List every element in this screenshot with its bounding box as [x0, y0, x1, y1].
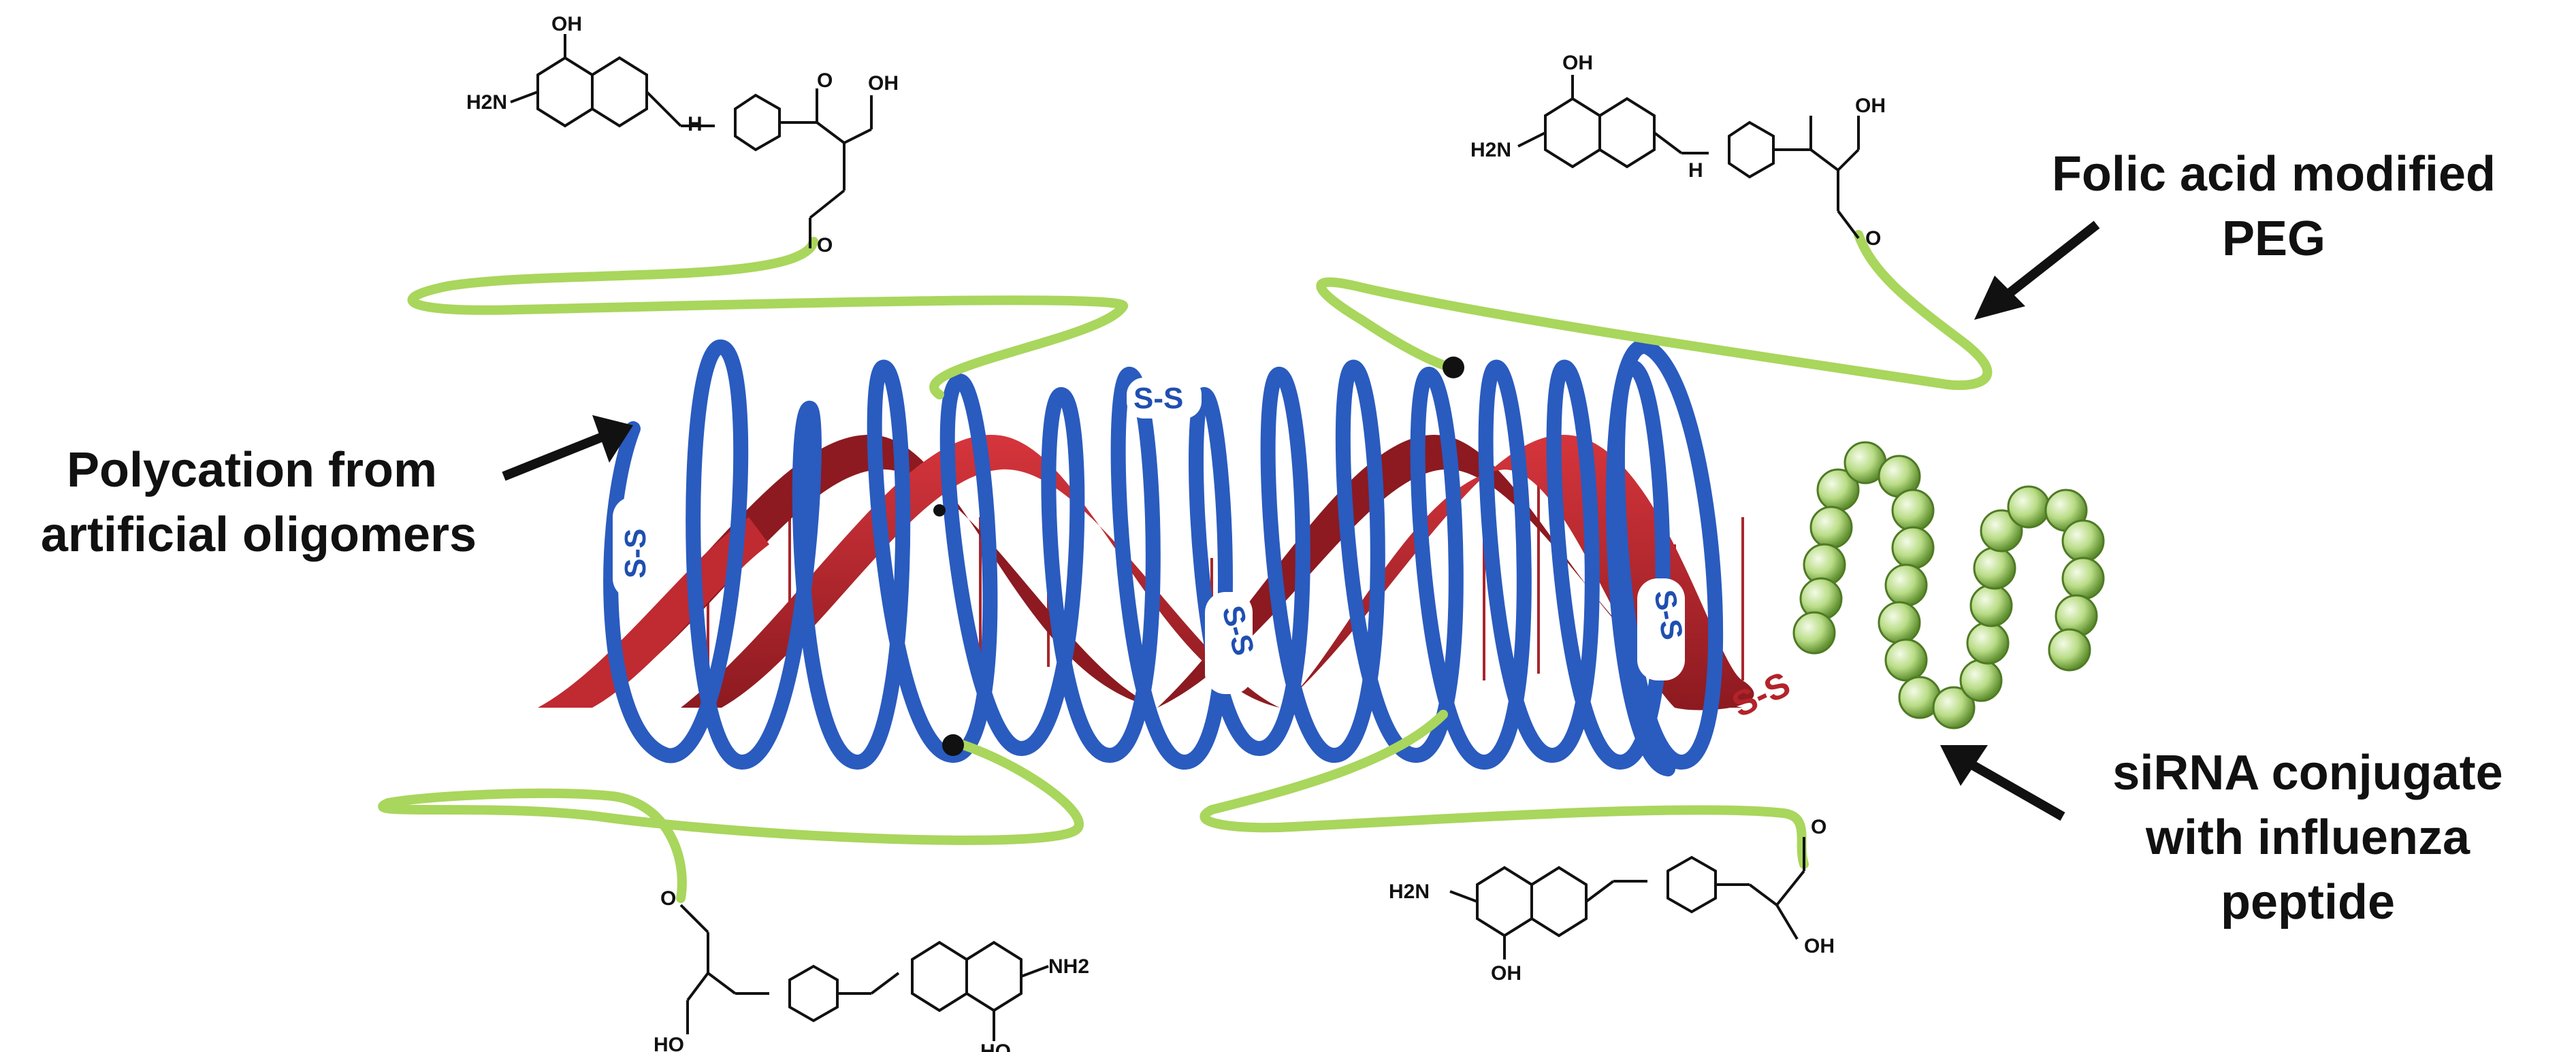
disulfide-bond-center: S-S — [1205, 592, 1261, 694]
folic-acid-top-left: OH H2N H OH O O — [466, 13, 899, 257]
disulfide-bond-right: S-S — [1637, 578, 1689, 680]
peg-attachment-points — [933, 357, 1464, 756]
folic-acid-bottom-right: H2N OH OH O — [1389, 816, 1835, 985]
svg-text:H: H — [688, 113, 703, 135]
svg-text:NH2: NH2 — [1048, 955, 1089, 978]
peg-chains — [378, 230, 1993, 903]
peg-chain-bottom-right — [1200, 710, 1809, 869]
arrow-folic-peg — [1998, 220, 2100, 303]
svg-text:peptide: peptide — [2221, 875, 2395, 930]
label-polycation: Polycation from artificial oligomers — [41, 443, 477, 562]
svg-text:H2N: H2N — [1470, 139, 1511, 161]
svg-text:O: O — [817, 69, 833, 92]
svg-text:Folic acid modified: Folic acid modified — [2052, 147, 2496, 201]
svg-text:siRNA conjugate: siRNA conjugate — [2112, 746, 2502, 800]
svg-text:OH: OH — [868, 72, 899, 95]
svg-text:Polycation from: Polycation from — [67, 443, 437, 497]
svg-text:with influenza: with influenza — [2145, 810, 2470, 865]
influenza-peptide-chain — [1792, 441, 2105, 729]
disulfide-bond-top: S-S — [1127, 378, 1202, 418]
label-folic-peg: Folic acid modified PEG — [2052, 147, 2496, 266]
peptide-disulfide-link: S-S — [1726, 665, 1797, 725]
svg-text:OH: OH — [1491, 962, 1522, 985]
svg-text:artificial oligomers: artificial oligomers — [41, 508, 477, 562]
arrow-sirna — [1965, 757, 2065, 821]
svg-text:O: O — [817, 234, 833, 257]
svg-text:H: H — [1688, 159, 1703, 182]
disulfide-bond-left: S-S — [613, 497, 660, 599]
svg-text:HO: HO — [654, 1034, 684, 1052]
svg-text:H2N: H2N — [466, 91, 507, 114]
svg-text:PEG: PEG — [2222, 212, 2325, 266]
rna-strand-left-tail — [538, 517, 769, 708]
folic-acid-top-right: OH H2N H OH O — [1470, 52, 1886, 250]
peg-chain-top-left — [407, 237, 1129, 399]
svg-text:S-S: S-S — [619, 529, 652, 578]
label-sirna: siRNA conjugate with influenza peptide — [2112, 746, 2502, 930]
svg-text:S-S: S-S — [1133, 382, 1183, 415]
callout-arrows — [502, 220, 2100, 821]
svg-text:OH: OH — [1562, 52, 1593, 74]
svg-text:OH: OH — [1804, 935, 1835, 957]
peg-chain-top-right — [1316, 230, 1993, 391]
peg-chain-bottom-left — [378, 737, 1084, 903]
svg-text:O: O — [1865, 227, 1881, 250]
svg-text:HO: HO — [980, 1040, 1011, 1052]
svg-text:OH: OH — [551, 13, 582, 35]
svg-text:OH: OH — [1855, 95, 1886, 117]
folic-acid-bottom-left: O HO NH2 HO — [654, 887, 1089, 1052]
arrow-polycation — [502, 431, 608, 481]
svg-text:O: O — [1811, 816, 1826, 838]
svg-text:O: O — [660, 887, 676, 910]
svg-text:H2N: H2N — [1389, 881, 1430, 903]
